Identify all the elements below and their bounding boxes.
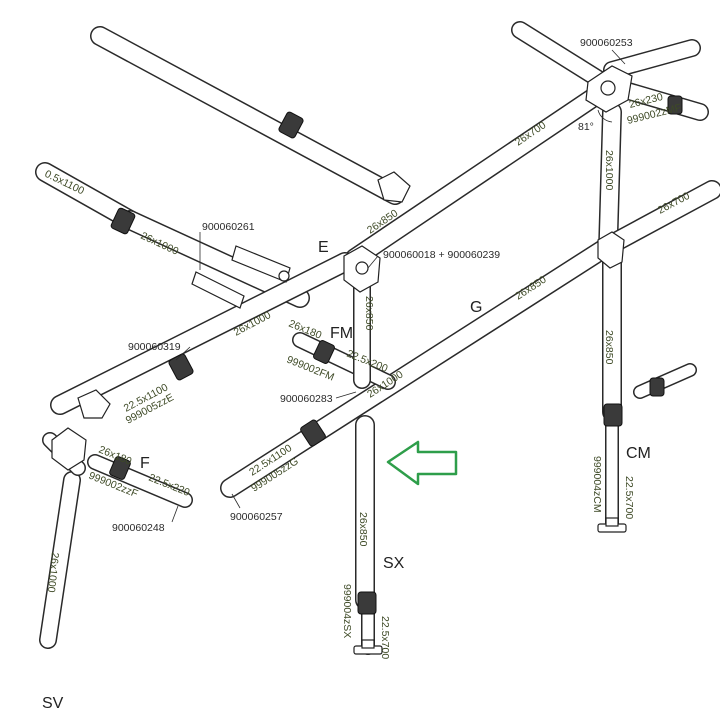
section-letter-f: F (140, 455, 150, 472)
part-number-257: 900060257 (230, 511, 283, 523)
detail-part-261 (191, 245, 291, 309)
section-letter-g: G (470, 299, 482, 316)
tube-f-crossbar (87, 454, 193, 508)
tube-top-right-stub (511, 21, 709, 121)
tube-right-lower-stub (633, 363, 697, 399)
clamp-e (168, 353, 194, 381)
leader-319 (175, 346, 191, 361)
clamp-f (109, 456, 131, 480)
connector-top-left-end (377, 171, 411, 203)
dim-sx-850: 26x850 (357, 512, 369, 547)
dim-sx-700: 22.5x700 (379, 616, 391, 659)
tube-sv-leg (39, 432, 86, 649)
leader-257 (231, 493, 241, 509)
foot-cm (597, 517, 627, 533)
leader-248 (171, 505, 179, 523)
dim-e-vertical-850: 26x850 (363, 296, 375, 331)
dim-cm-700: 22.5x700 (623, 476, 635, 519)
connector-sv-top (51, 427, 87, 471)
tube-right-vertical (598, 102, 622, 260)
section-letter-e: E (318, 239, 329, 256)
clamp-g (300, 419, 326, 447)
dim-right-vertical-1000: 26x1000 (603, 150, 615, 190)
dim-sv-1000: 26x1000 (45, 552, 61, 593)
tube-right-far (600, 180, 720, 255)
tube-left-long (35, 162, 310, 308)
tube-upper-ridge (345, 83, 610, 268)
leader-253 (611, 49, 626, 65)
part-number-319: 900060319 (128, 341, 181, 353)
part-number-248: 900060248 (112, 522, 165, 534)
foot-sx (353, 639, 383, 655)
clamp-right-lower (649, 377, 665, 397)
tube-top-left-diagonal (90, 26, 405, 205)
part-number-253: 900060253 (580, 37, 633, 49)
clamp-top-left (278, 111, 304, 139)
tube-g-diagonal (220, 238, 615, 498)
leader-018 (367, 255, 379, 269)
clamp-fm (313, 340, 335, 364)
section-letter-sv: SV (42, 695, 64, 712)
clamp-top-right (667, 95, 683, 115)
tube-e-diagonal (50, 252, 355, 415)
section-letter-cm: CM (626, 445, 651, 462)
part-number-018: 900060018 + 900060239 (383, 249, 500, 261)
dim-cm-850: 26x850 (603, 330, 615, 365)
connector-top-right (585, 65, 633, 113)
highlight-arrow (386, 440, 458, 486)
angle-arc (597, 109, 613, 123)
dim-zsx: 999004zSX (341, 584, 353, 638)
connector-right-middle (597, 231, 625, 269)
clamp-sx (357, 591, 377, 615)
part-number-283: 900060283 (280, 393, 333, 405)
leader-283 (335, 391, 357, 399)
dim-zcm: 999004zCM (591, 456, 603, 513)
angle-label: 81° (578, 121, 594, 133)
part-number-261: 900060261 (202, 221, 255, 233)
connector-e (343, 245, 381, 293)
tube-fm-crossbar (292, 332, 396, 390)
section-letter-fm: FM (330, 325, 353, 342)
section-letter-sx: SX (383, 555, 405, 572)
connector-left-end (77, 389, 111, 419)
clamp-cm (603, 403, 623, 427)
clamp-left (110, 207, 136, 235)
